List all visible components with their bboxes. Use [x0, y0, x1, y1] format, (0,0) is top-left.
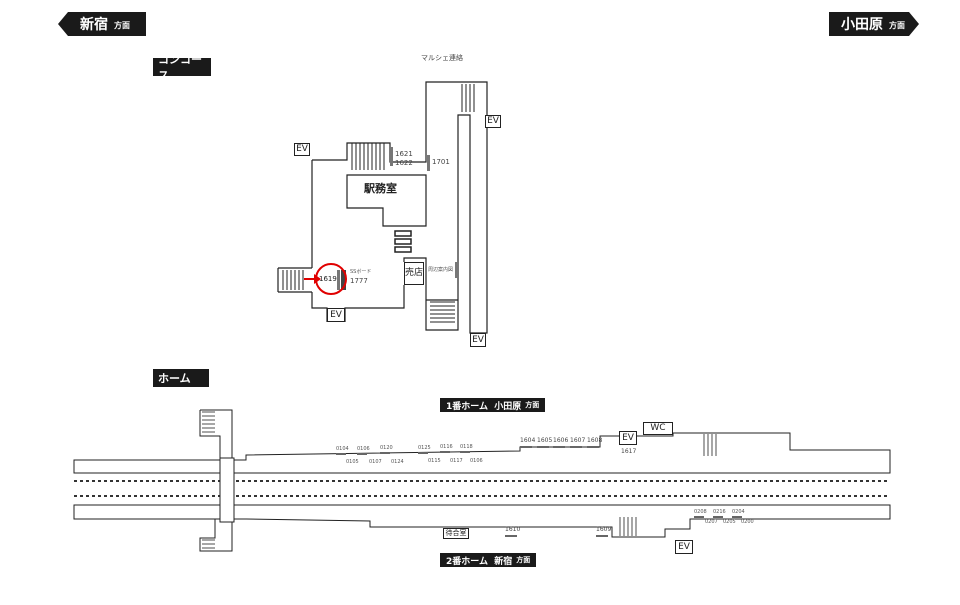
elevator-platform-1: EV — [619, 431, 637, 445]
small-sign: 0204 — [732, 509, 745, 515]
small-sign: 0117 — [450, 458, 463, 464]
small-sign: 0107 — [369, 459, 382, 465]
wc-label: WC — [643, 422, 673, 435]
platform-2-suffix: 方面 — [516, 556, 531, 564]
platform-sign-1606: 1606 — [553, 437, 569, 444]
platform-sign-1605: 1605 — [537, 437, 553, 444]
section-platform: ホーム — [153, 369, 209, 387]
platform-2-direction: 新宿 — [494, 556, 513, 567]
direction-right-name: 小田原 — [841, 17, 883, 33]
small-sign: 0116 — [440, 444, 453, 450]
platform-2-label: 2番ホーム — [446, 556, 488, 567]
shop-label: 売店 — [404, 262, 424, 285]
small-sign: 0200 — [741, 519, 754, 525]
platform-1-direction: 小田原 — [494, 401, 522, 412]
small-sign: 0124 — [391, 459, 404, 465]
elevator-concourse-se: EV — [470, 333, 486, 347]
waiting-room-label: 待合室 — [443, 528, 469, 539]
platform-1-label: 1番ホーム — [446, 401, 488, 412]
small-sign: 0125 — [418, 445, 431, 451]
ad-board-label: SSボード — [350, 269, 372, 275]
location-1777: 1777 — [350, 277, 368, 285]
platform-sign-1604: 1604 — [520, 437, 536, 444]
elevator-concourse-nw: EV — [294, 143, 310, 156]
small-sign: 0118 — [460, 444, 473, 450]
current-location-1619: 1619 — [319, 275, 337, 283]
small-sign: 0104 — [336, 446, 349, 452]
station-office-label: 駅務室 — [364, 182, 397, 195]
direction-shinjuku: 新宿 方面 — [58, 12, 146, 36]
location-1622: 1622 — [395, 159, 413, 167]
platform-sign-1607: 1607 — [570, 437, 586, 444]
direction-left-suffix: 方面 — [114, 21, 130, 30]
marche-link-label: マルシェ連絡 — [421, 54, 463, 62]
direction-right-suffix: 方面 — [889, 21, 905, 30]
elevator-concourse-ne: EV — [485, 115, 501, 128]
small-sign: 0106 — [470, 458, 483, 464]
platform-1-suffix: 方面 — [525, 401, 540, 409]
platform-sign-1617: 1617 — [621, 448, 637, 455]
elevator-platform-2: EV — [675, 540, 693, 554]
small-sign: 0208 — [694, 509, 707, 515]
small-sign: 0216 — [713, 509, 726, 515]
small-sign: 0106 — [357, 446, 370, 452]
small-sign: 0207 — [705, 519, 718, 525]
small-sign: 0115 — [428, 458, 441, 464]
direction-left-name: 新宿 — [80, 17, 108, 33]
area-guide-label: 周辺案内図 — [428, 267, 454, 273]
elevator-concourse-sw: EV — [327, 308, 345, 322]
small-sign: 0105 — [346, 459, 359, 465]
small-sign: 0120 — [380, 445, 393, 451]
platform-sign-1610: 1610 — [505, 526, 521, 533]
platform-1-tag: 1番ホーム 小田原 方面 — [440, 398, 546, 412]
platform-sign-1608: 1608 — [587, 437, 603, 444]
location-1701: 1701 — [432, 158, 450, 166]
platform-2-tag: 2番ホーム 新宿 方面 — [440, 553, 537, 567]
small-sign: 0205 — [723, 519, 736, 525]
location-1621: 1621 — [395, 150, 413, 158]
direction-odawara: 小田原 方面 — [829, 12, 919, 36]
platform-sign-1609: 1609 — [596, 526, 612, 533]
